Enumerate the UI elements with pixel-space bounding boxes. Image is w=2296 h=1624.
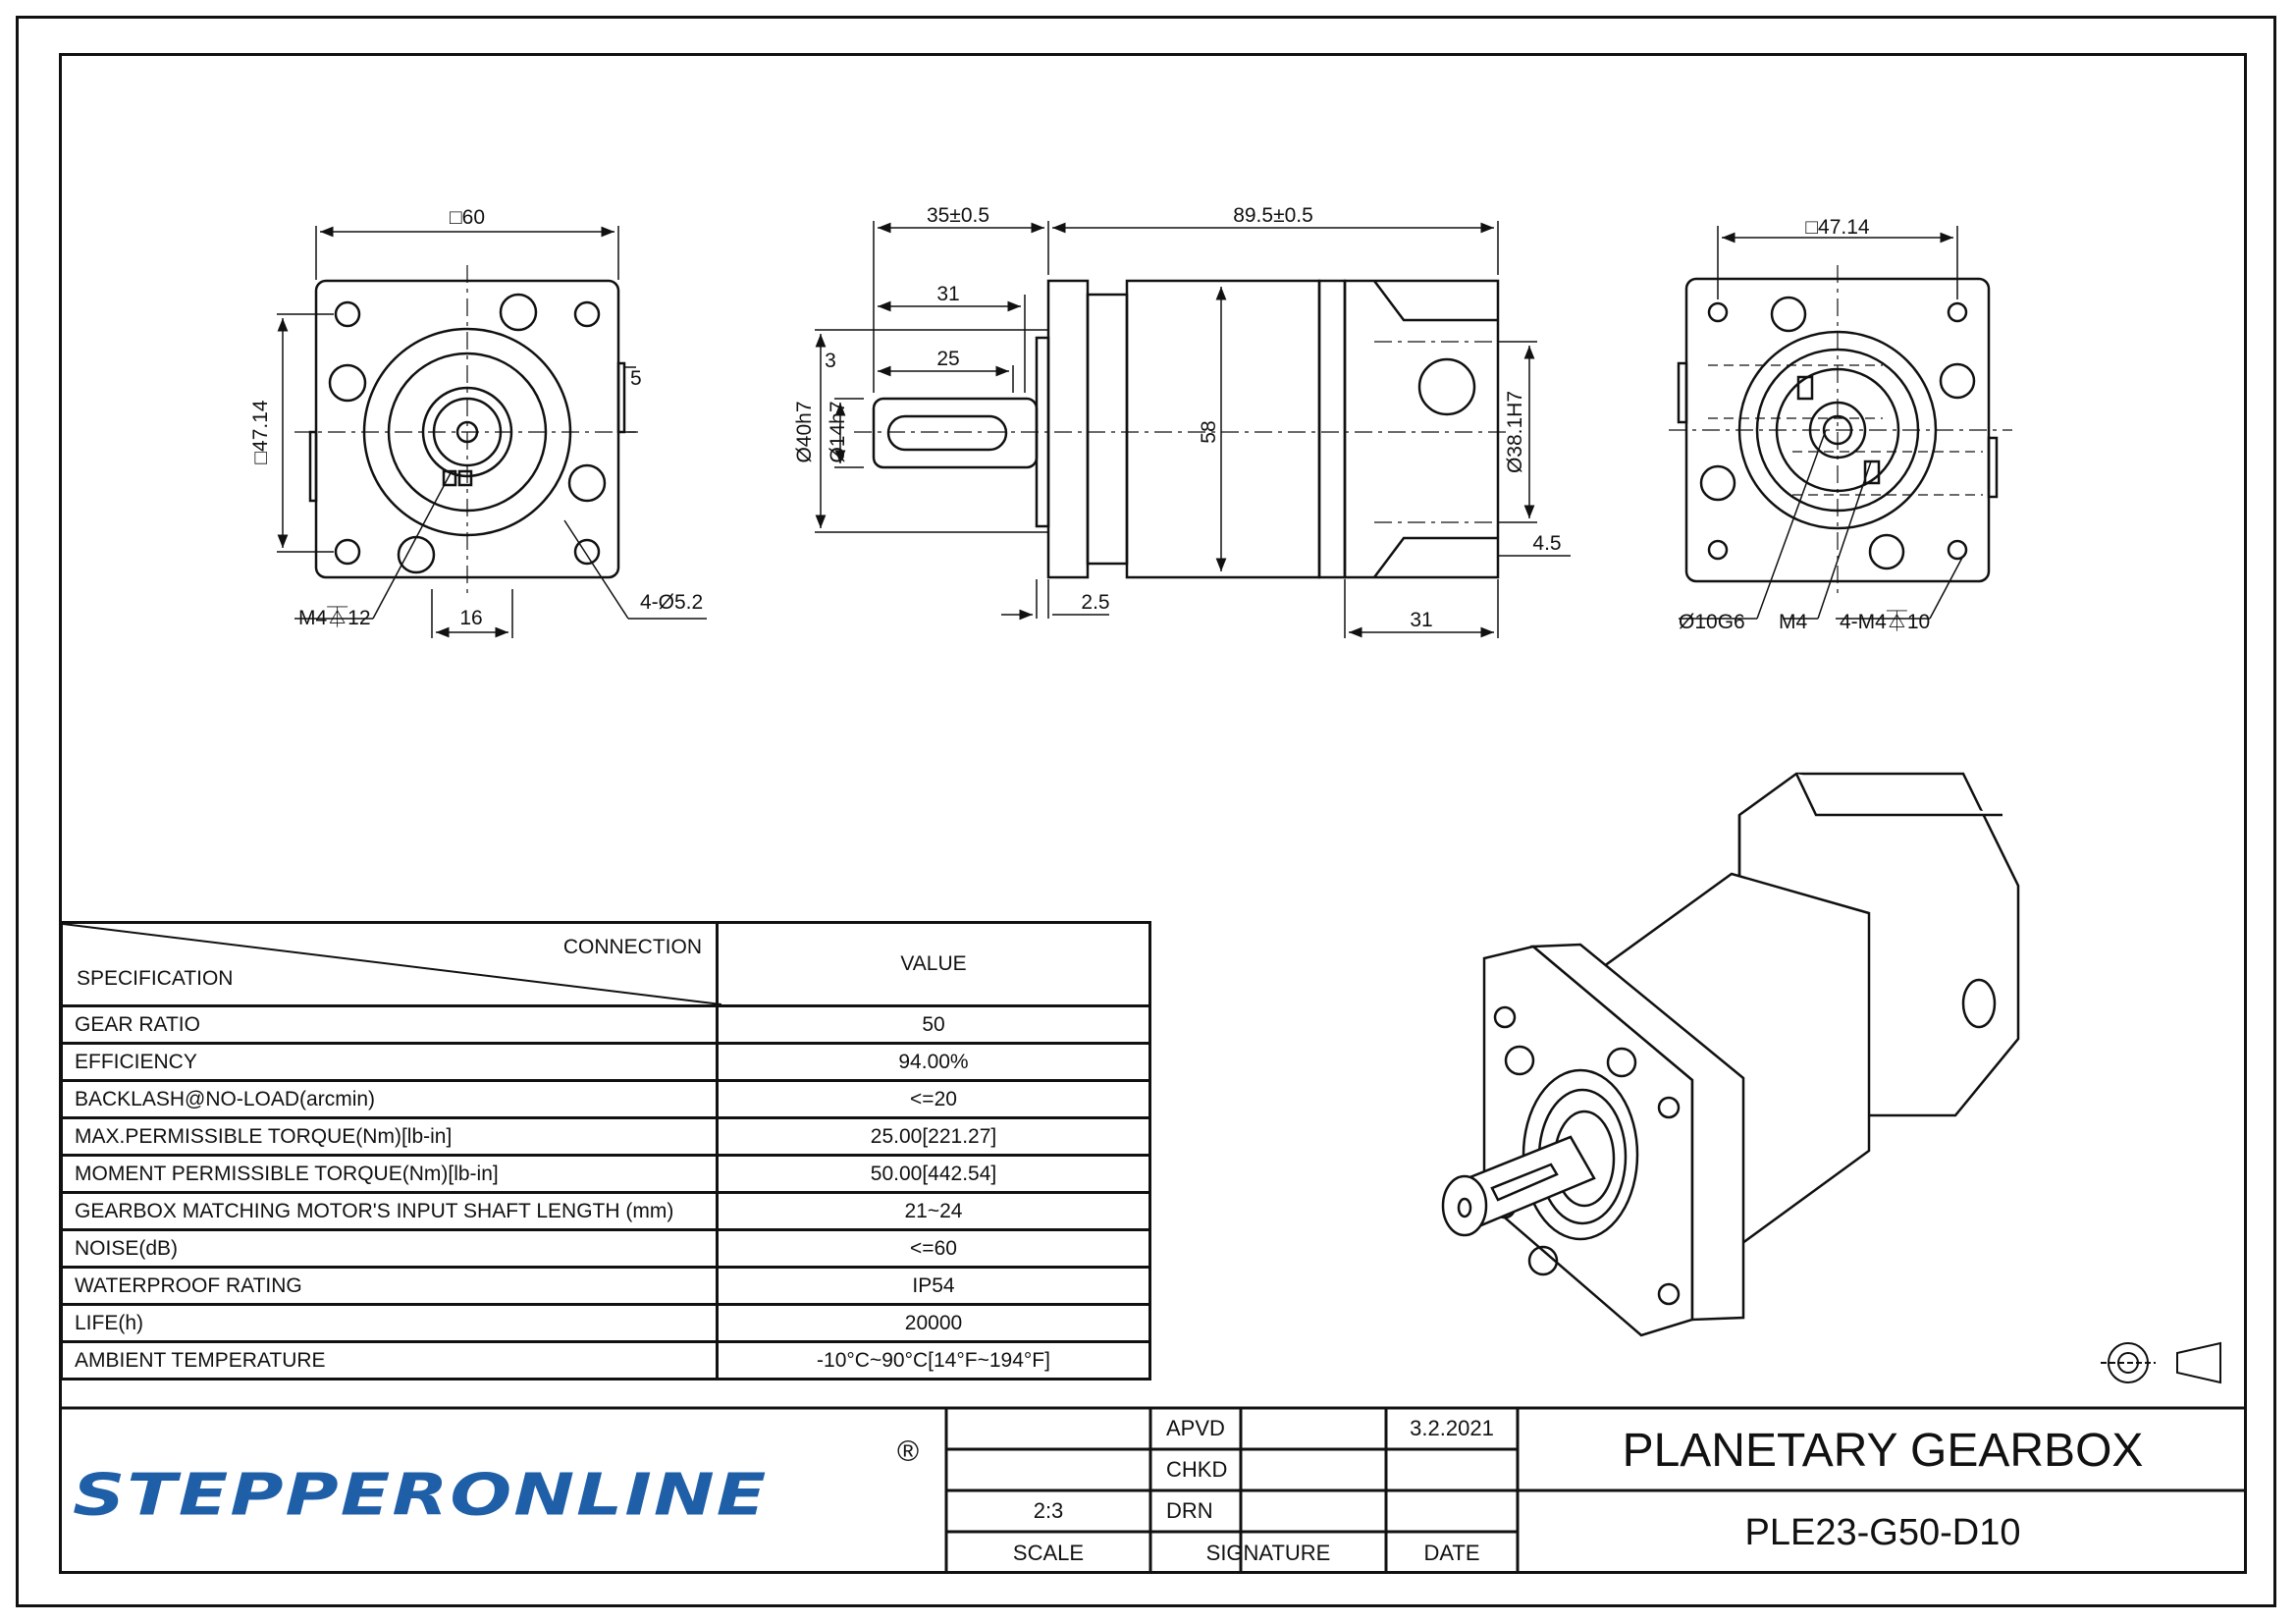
iso-flange-side — [1529, 943, 1745, 1322]
row-value: -10°C~90°C[14°F~194°F] — [716, 1340, 1151, 1380]
row-label: MOMENT PERMISSIBLE TORQUE(Nm)[lb-in] — [60, 1154, 719, 1194]
front-mount-hole — [334, 300, 361, 328]
date-value: 3.2.2021 — [1410, 1416, 1494, 1440]
row-label: GEAR RATIO — [60, 1004, 719, 1045]
header-specification: SPECIFICATION — [77, 967, 234, 990]
side-flange — [1046, 279, 1090, 579]
front-centerlines — [294, 265, 638, 599]
sheet-outer-border — [16, 16, 2276, 1607]
side-dim-l: 31 — [1410, 609, 1432, 631]
front-mount-hole — [573, 538, 601, 566]
date-label: DATE — [1423, 1540, 1480, 1565]
table-row: MAX.PERMISSIBLE TORQUE(Nm)[lb-in]25.00[2… — [60, 1116, 1151, 1157]
row-label: BACKLASH@NO-LOAD(arcmin) — [60, 1079, 719, 1119]
side-dim-i: Ø38.1H7 — [1504, 391, 1526, 473]
row-value: 94.00% — [716, 1042, 1151, 1082]
rear-bore-label: Ø10G6 — [1679, 611, 1745, 633]
rear-holes-label: 4-M4⏄10 — [1840, 611, 1930, 633]
front-dim-five: 5 — [630, 367, 642, 390]
rear-thread-label: M4 — [1779, 611, 1807, 633]
row-value: IP54 — [716, 1266, 1151, 1306]
chkd-label: CHKD — [1166, 1457, 1228, 1482]
side-dim-k: 2.5 — [1081, 591, 1109, 614]
row-label: WATERPROOF RATING — [60, 1266, 719, 1306]
row-value: 21~24 — [716, 1191, 1151, 1231]
side-keyway — [886, 414, 1008, 452]
table-row: GEARBOX MATCHING MOTOR'S INPUT SHAFT LEN… — [60, 1191, 1151, 1231]
side-dim-f: Ø40h7 — [793, 401, 816, 462]
front-dim-side: □47.14 — [249, 400, 272, 464]
row-label: EFFICIENCY — [60, 1042, 719, 1082]
side-output-shaft — [872, 397, 1039, 469]
row-value: <=60 — [716, 1228, 1151, 1269]
scale-value: 2:3 — [1033, 1498, 1064, 1523]
drn-label: DRN — [1166, 1498, 1213, 1523]
row-label: GEARBOX MATCHING MOTOR'S INPUT SHAFT LEN… — [60, 1191, 719, 1231]
header-diagonal-line — [63, 924, 721, 1005]
row-value: 25.00[221.27] — [716, 1116, 1151, 1157]
side-dim-b: 89.5±0.5 — [1233, 204, 1313, 227]
header-connection: CONNECTION — [562, 936, 702, 958]
front-holes-label: 4-Ø5.2 — [640, 591, 703, 614]
side-dim-c: 31 — [936, 283, 959, 305]
scale-label: SCALE — [1012, 1540, 1085, 1565]
row-label: NOISE(dB) — [60, 1228, 719, 1269]
side-body — [1125, 279, 1321, 579]
table-row: MOMENT PERMISSIBLE TORQUE(Nm)[lb-in]50.0… — [60, 1154, 1151, 1194]
row-label: AMBIENT TEMPERATURE — [60, 1340, 719, 1380]
signature-label: SIGNATURE — [1205, 1540, 1331, 1565]
side-dim-g: Ø14h7 — [827, 401, 849, 462]
part-number: PLE23-G50-D10 — [1744, 1511, 2021, 1553]
table-row: LIFE(h)20000 — [60, 1303, 1151, 1343]
header-value: VALUE — [716, 921, 1151, 1007]
rear-dim-square: □47.14 — [1805, 216, 1870, 239]
spec-table: CONNECTION SPECIFICATION VALUE GEAR RATI… — [60, 921, 1151, 1380]
side-view — [872, 279, 1500, 579]
drawing-title: PLANETARY GEARBOX — [1622, 1424, 2144, 1477]
projection-symbol — [2101, 1341, 2221, 1384]
side-dim-e: 25 — [936, 348, 959, 370]
row-value: 50 — [716, 1004, 1151, 1045]
row-value: 20000 — [716, 1303, 1151, 1343]
table-row: AMBIENT TEMPERATURE-10°C~90°C[14°F~194°F… — [60, 1340, 1151, 1380]
title-block-grid — [60, 1406, 2247, 1574]
front-mount-hole — [573, 300, 601, 328]
table-row: BACKLASH@NO-LOAD(arcmin)<=20 — [60, 1079, 1151, 1119]
apvd-label: APVD — [1166, 1416, 1225, 1440]
row-value: <=20 — [716, 1079, 1151, 1119]
table-row: NOISE(dB)<=60 — [60, 1228, 1151, 1269]
side-dim-h: 58 — [1198, 420, 1220, 443]
side-dim-j: 4.5 — [1532, 532, 1561, 555]
row-label: LIFE(h) — [60, 1303, 719, 1343]
spec-table-header-diagonal: CONNECTION SPECIFICATION — [60, 921, 721, 1007]
row-label: MAX.PERMISSIBLE TORQUE(Nm)[lb-in] — [60, 1116, 719, 1157]
isometric-view — [1441, 772, 2020, 1337]
front-dim-square: □60 — [450, 206, 485, 229]
side-dim-a: 35±0.5 — [927, 204, 989, 227]
registered-mark: ® — [897, 1435, 920, 1468]
sheet-inner-border — [59, 53, 2247, 1574]
side-dim-d: 3 — [825, 350, 836, 372]
front-thread-label: M4⏄12 — [298, 607, 371, 629]
front-mount-hole — [334, 538, 361, 566]
stepperonline-logo: STEPPERONLINE — [73, 1461, 769, 1529]
row-value: 50.00[442.54] — [716, 1154, 1151, 1194]
front-key-width: 16 — [459, 607, 482, 629]
